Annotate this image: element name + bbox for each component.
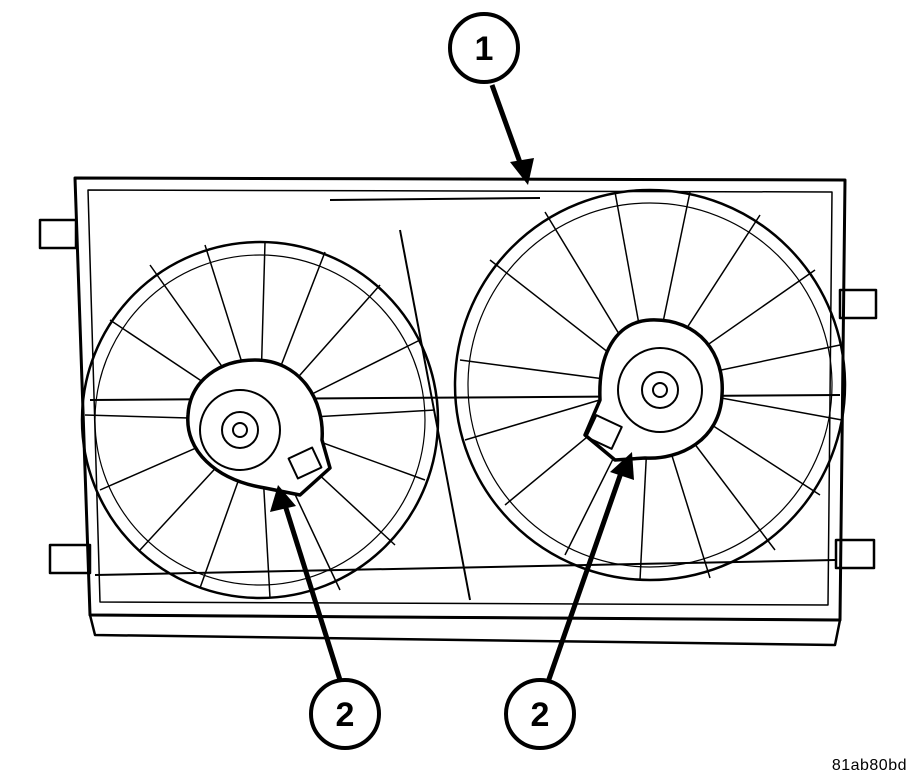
mount-tab-upper-left [38,218,78,250]
mount-tab-lower-left [48,543,92,575]
right-fan-ring-outer [453,188,847,582]
callout-2-right-label: 2 [531,696,550,734]
callout-1-label: 1 [475,30,494,68]
arrowhead-2-right [610,452,634,480]
leader-line-1 [489,84,525,169]
callout-2-left: 2 [309,678,381,750]
callout-2-right: 2 [504,678,576,750]
mount-tab-lower-right [834,538,876,570]
callout-1: 1 [448,12,520,84]
callout-2-left-label: 2 [336,696,355,734]
left-fan-ring-inner [94,254,426,586]
right-fan-motor [583,318,724,462]
fan-shroud-assembly [38,176,878,647]
right-fan-ring-inner [467,202,833,568]
leader-lines [270,84,634,683]
shroud-inner-frame [87,189,833,606]
leader-line-2-left [282,504,343,681]
left-fan-ring-outer [80,240,440,600]
arrowhead-2-left [270,485,296,512]
figure-id: 81ab80bd [831,757,907,774]
leader-line-2-right [545,469,625,683]
arrowhead-1 [510,158,534,185]
mount-tab-upper-right [838,288,878,320]
shroud-bottom-lip [88,613,842,647]
left-fan-motor [186,358,332,497]
